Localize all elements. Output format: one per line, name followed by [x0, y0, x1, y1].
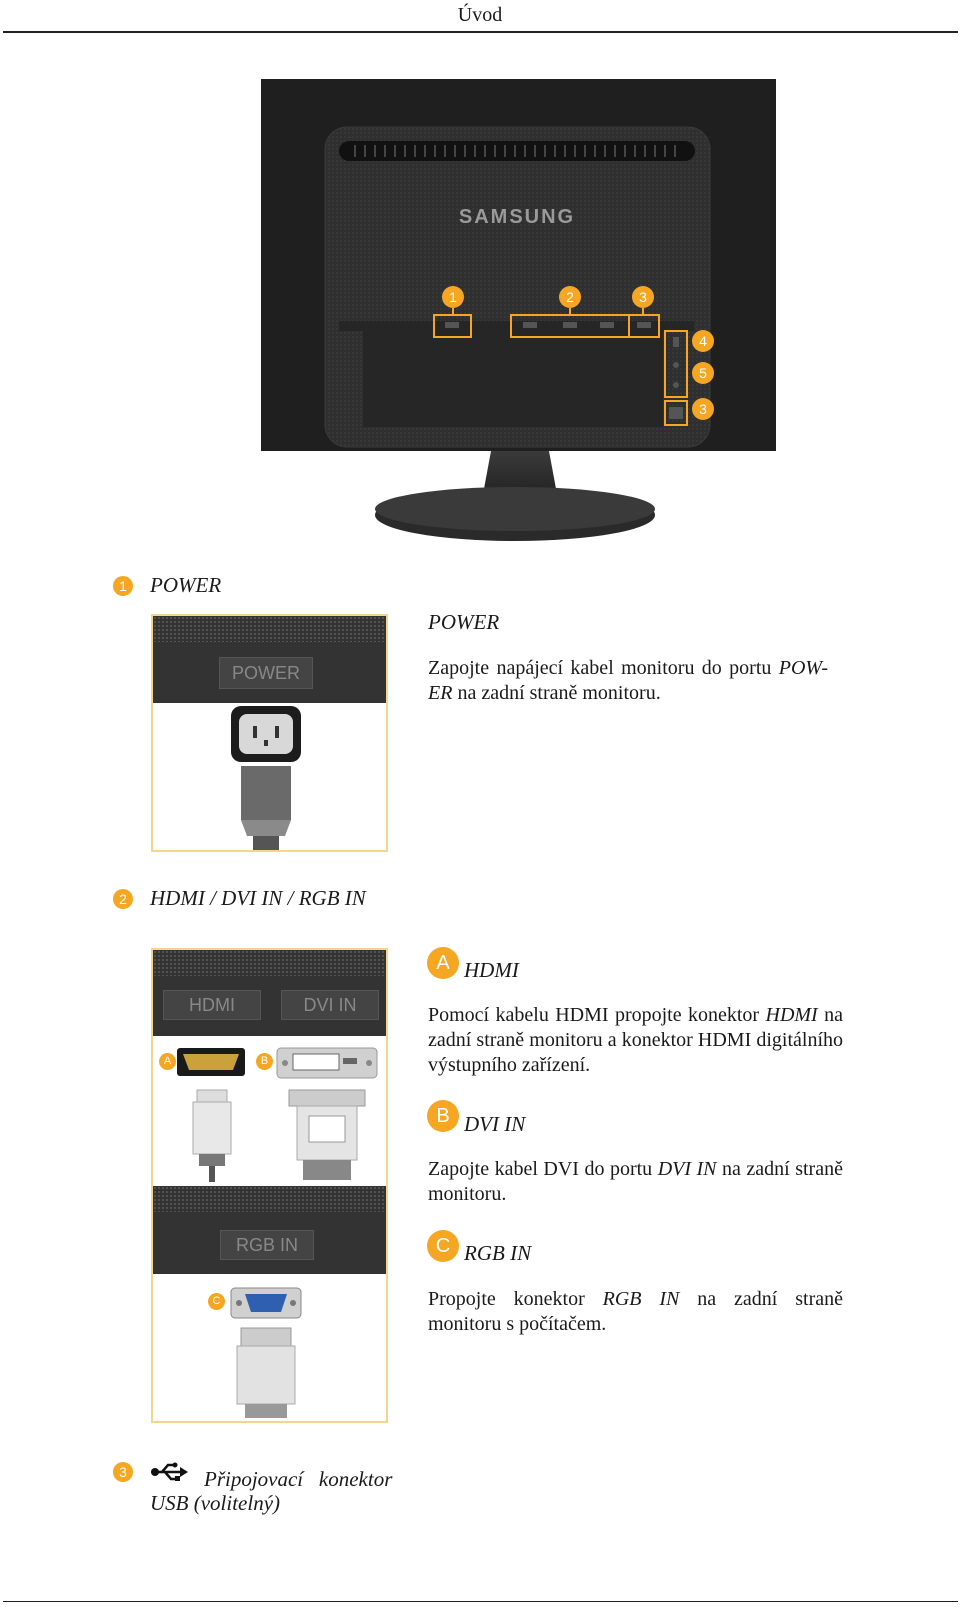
usb-icon: [151, 1462, 188, 1481]
item-letter-badge-b: B: [427, 1100, 459, 1132]
item-letter-badge-c: C: [427, 1230, 459, 1262]
svg-text:3: 3: [639, 289, 647, 305]
callout-frame-side-usb: [664, 400, 688, 426]
rgb-desc-title: RGB IN: [464, 1241, 532, 1265]
page-title: Úvod: [457, 4, 503, 26]
callout-frame-side-top: [664, 330, 688, 398]
section-number-badge: 3: [113, 1462, 133, 1482]
rgb-port-label: RGB IN: [220, 1230, 314, 1260]
svg-text:3: 3: [699, 401, 707, 417]
header-divider: [3, 31, 958, 33]
dvi-description: Zapojte kabel DVI do portu DVI IN na zad…: [428, 1158, 843, 1205]
callout-badge-5: 5: [692, 362, 714, 384]
hdmi-description: Pomocí kabelu HDMI propojte konektor HDM…: [428, 1004, 843, 1076]
svg-text:4: 4: [699, 333, 707, 349]
hdmi-dvi-rgb-panel: HDMI DVI IN A B RGB IN C: [151, 948, 388, 1423]
footer-divider: [3, 1601, 958, 1602]
power-port-label: POWER: [219, 657, 313, 689]
monitor-rear-illustration: SAMSUNG 1 2 3 4 5 3: [261, 79, 776, 541]
usb-section-title-line2: USB (volitelný): [150, 1491, 281, 1515]
item-letter-badge-a: A: [427, 947, 459, 979]
hdmi-port-label: HDMI: [163, 990, 261, 1020]
svg-text:1: 1: [449, 289, 457, 305]
dvi-port-label: DVI IN: [281, 990, 379, 1020]
usb-section-title-line1: Připojovací konektor: [204, 1467, 393, 1491]
power-desc-title: POWER: [428, 610, 500, 634]
svg-text:5: 5: [699, 365, 707, 381]
power-port-panel: POWER: [151, 614, 388, 852]
hdmi-dvi-connectors-icon: [177, 1047, 378, 1182]
rgb-description: Propojte konektor RGB IN na zadní straně…: [428, 1288, 843, 1335]
power-socket-icon: [231, 706, 301, 850]
callout-badge-4: 4: [692, 330, 714, 352]
vga-connector-icon: [230, 1287, 302, 1418]
section-title: HDMI / DVI IN / RGB IN: [150, 886, 366, 910]
svg-text:2: 2: [566, 289, 574, 305]
monitor-brand-logo: SAMSUNG: [459, 206, 575, 228]
section-number-badge: 2: [113, 889, 133, 909]
callout-letter-c: C: [208, 1293, 225, 1310]
callout-badge-2: 2: [559, 286, 581, 308]
callout-badge-3-side: 3: [692, 398, 714, 420]
callout-letter-a: A: [159, 1053, 176, 1070]
callout-badge-3-top: 3: [632, 286, 654, 308]
section-number-badge: 1: [113, 576, 133, 596]
power-description: Zapojte napájecí kabel monitoru do portu…: [428, 657, 828, 704]
callout-badge-1: 1: [442, 286, 464, 308]
callout-letter-b: B: [256, 1053, 273, 1070]
section-title: POWER: [150, 573, 222, 597]
dvi-desc-title: DVI IN: [464, 1112, 526, 1136]
hdmi-desc-title: HDMI: [464, 958, 519, 982]
